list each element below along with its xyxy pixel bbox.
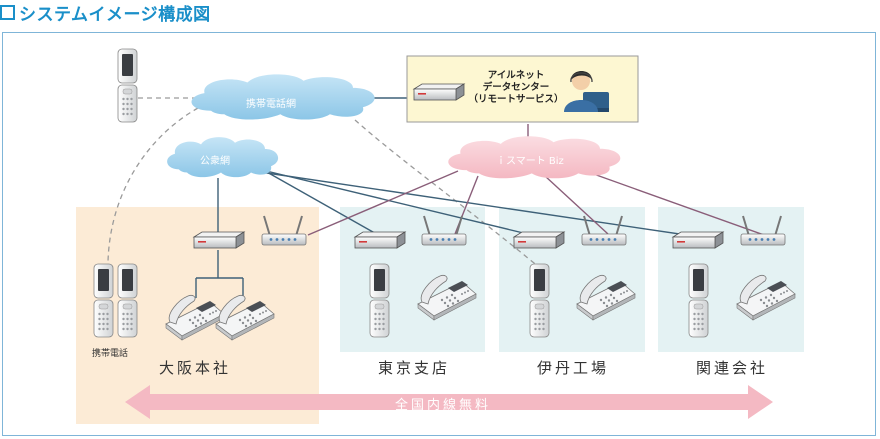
ismart-label: ｉスマート Biz (496, 156, 564, 167)
ismart-link-line (587, 171, 765, 236)
datacenter-server-icon (413, 83, 465, 101)
site-label-osaka: 大阪本社 (159, 359, 232, 377)
title-square-icon (0, 4, 15, 20)
mobile-network-label: 携帯電話網 (246, 99, 296, 110)
tokyo-site-area (340, 207, 485, 352)
title-text: システムイメージ構成図 (19, 4, 211, 25)
pbx-icon (354, 231, 406, 249)
mobile-phone-icon (529, 263, 550, 338)
public-network-label: 公衆網 (200, 156, 230, 167)
itami-site-area (499, 207, 645, 352)
site-label-itami: 伊丹工場 (537, 359, 610, 377)
mobile-phone-icon (117, 48, 138, 123)
page-title: システムイメージ構成図 (0, 0, 211, 25)
site-label-tokyo: 東京支店 (378, 359, 451, 377)
kanren-site-area (658, 207, 804, 352)
mobile-phone-icon (688, 263, 709, 338)
diagram-frame (2, 32, 876, 436)
pbx-icon (193, 231, 245, 249)
mobile-link-line (107, 107, 199, 263)
datacenter-label: アイルネット データセンター （リモートサービス） (464, 70, 568, 106)
pbx-icon (672, 231, 724, 249)
mobile-phone-label: 携帯電話 (92, 349, 129, 359)
network-link-line (257, 166, 381, 237)
ismart-link-line (544, 175, 609, 235)
mobile-phone-icon (93, 263, 114, 338)
mobile-phone-icon (117, 263, 138, 338)
mobile-phone-icon (369, 263, 390, 338)
network-link-line (257, 168, 541, 238)
datacenter-line3: （リモートサービス） (468, 94, 564, 105)
network-link-line (259, 171, 701, 238)
pbx-icon (513, 231, 565, 249)
operator-icon (564, 71, 609, 112)
datacenter-line1: アイルネット (487, 70, 545, 81)
datacenter-line2: データセンター (482, 82, 550, 93)
free-calls-label: 全国内線無料 (395, 398, 492, 413)
site-label-kanren: 関連会社 (696, 359, 769, 377)
free-calls-arrow (125, 385, 773, 419)
ismart-link-line (307, 170, 459, 236)
